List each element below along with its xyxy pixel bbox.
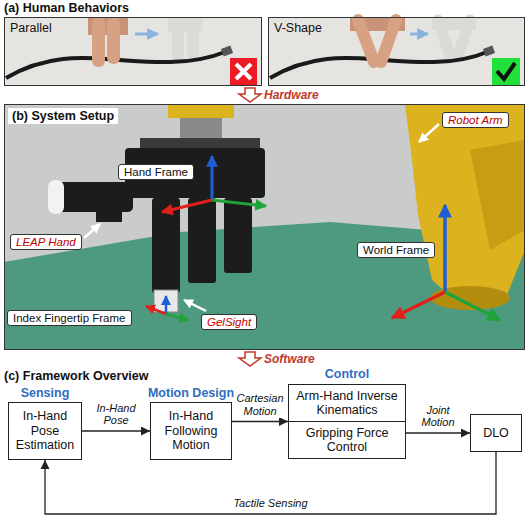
y-axis — [166, 314, 188, 320]
node-heading: Control — [258, 367, 436, 381]
motion-arrow — [410, 33, 428, 36]
thumb — [358, 20, 374, 62]
ghost-finger — [438, 20, 450, 56]
ghost-finger — [172, 17, 184, 61]
step-arrow — [239, 352, 261, 366]
y-axis — [212, 200, 266, 206]
node-text: In-Hand Following Motion — [155, 409, 227, 452]
edge-label: Joint Motion — [410, 404, 466, 429]
cross-icon — [230, 58, 257, 85]
node-text: V-Shape — [274, 21, 322, 35]
ghost-finger — [458, 20, 470, 56]
robot-wrist — [168, 104, 234, 118]
node-text: LEAP Hand — [16, 236, 76, 248]
node-text: Robot Arm — [448, 114, 503, 126]
x-axis — [162, 200, 212, 212]
cross-stroke — [236, 64, 251, 79]
node-heading: Sensing — [0, 386, 111, 400]
node-text: Hand Frame — [124, 166, 188, 178]
node-text: World Frame — [363, 244, 429, 256]
x-axis — [146, 306, 166, 314]
leader-arrow — [84, 224, 100, 238]
leader-arrow — [184, 300, 206, 311]
motion-arrow — [135, 33, 158, 36]
flange — [180, 118, 222, 138]
callout-box: Index Fingertip Frame — [7, 310, 132, 326]
callout-box: LEAP Hand — [10, 234, 82, 250]
cable-plug — [221, 46, 233, 57]
z-axis — [165, 296, 168, 314]
step-arrow — [239, 88, 261, 102]
node-text: DLO — [475, 426, 517, 440]
mount-plate — [140, 138, 260, 148]
edge-label: Tactile Sensing — [233, 497, 307, 510]
node-text: (b) System Setup — [8, 108, 118, 124]
panel-heading: (c) Framework Overview — [4, 369, 149, 383]
photo-panel: V-Shape — [268, 17, 525, 86]
ring-finger — [224, 198, 252, 273]
photo-ground — [4, 104, 525, 350]
ghost-finger — [187, 17, 199, 59]
x-axis — [392, 292, 445, 318]
flow-arrow — [406, 432, 470, 433]
flow-arrow — [232, 421, 288, 422]
node-text: Parallel — [10, 21, 52, 35]
callout-box: GelSight — [201, 314, 257, 330]
node-text: Index Fingertip Frame — [13, 312, 126, 324]
flow-arrow — [82, 430, 150, 431]
process-box: Motion DesignIn-Hand Following Motion — [150, 402, 232, 460]
edge-label: Cartesian Motion — [236, 392, 284, 417]
callout-box: Robot Arm — [442, 112, 509, 128]
panel-heading: (a) Human Behaviors — [4, 1, 129, 15]
thumb-tip — [48, 180, 64, 214]
z-axis — [443, 205, 447, 292]
thumb-joint — [96, 200, 122, 222]
process-box: DLO — [470, 414, 522, 452]
node-text: In-Hand Pose Estimation — [13, 409, 77, 452]
photo-panel: (b) System Setup Robot ArmHand FrameLEAP … — [4, 104, 525, 350]
robot-shade — [470, 140, 525, 250]
cross-stroke — [236, 64, 251, 79]
process-box: Arm-Hand Inverse Kinematics — [288, 384, 406, 422]
photo-ground — [268, 17, 525, 86]
thumb — [92, 17, 105, 67]
node-text: Gripping Force Control — [293, 426, 401, 455]
node-text: Arm-Hand Inverse Kinematics — [293, 389, 401, 418]
process-box: Gripping Force Control — [288, 421, 406, 459]
node-text: GelSight — [207, 316, 251, 328]
callout-box: Hand Frame — [118, 164, 194, 180]
edge-label: In-Hand Pose — [86, 402, 146, 427]
process-group: ControlArm-Hand Inverse KinematicsGrippi… — [288, 384, 406, 459]
step-label: Software — [264, 352, 315, 366]
middle-finger — [188, 198, 216, 283]
leader-arrow — [419, 124, 439, 142]
finger — [107, 17, 120, 64]
process-box: SensingIn-Hand Pose Estimation — [8, 402, 82, 460]
check-stroke — [497, 63, 515, 79]
flow-arrow — [45, 452, 496, 514]
callout-box: World Frame — [357, 242, 435, 258]
finger — [381, 20, 396, 62]
robot-arm — [405, 104, 525, 306]
cable-plug — [483, 46, 495, 57]
check-icon — [492, 58, 520, 85]
photo-panel: Parallel — [4, 17, 262, 86]
y-axis — [445, 292, 500, 320]
z-axis — [211, 156, 214, 200]
palm — [125, 148, 265, 198]
photo-ground — [4, 17, 262, 86]
step-label: Hardware — [264, 88, 319, 102]
